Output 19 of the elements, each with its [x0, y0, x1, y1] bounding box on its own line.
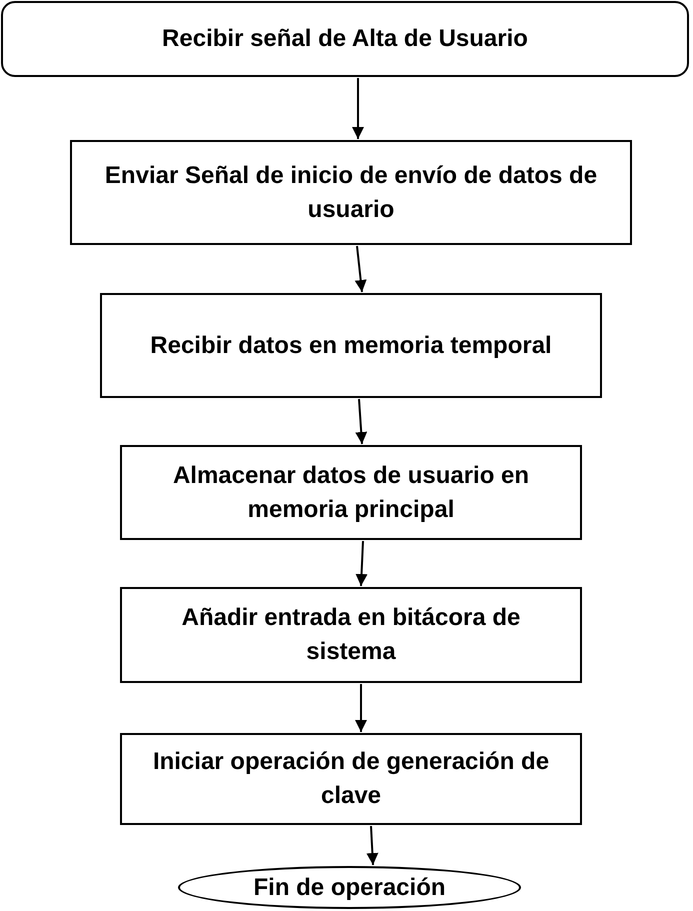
step-text: Iniciar operación de generación de clave — [152, 747, 550, 811]
process-box — [100, 293, 602, 398]
arrow — [352, 78, 364, 139]
step-text: Recibir señal de Alta de Usuario — [161, 24, 529, 54]
start-box — [1, 1, 689, 77]
process-box — [120, 445, 582, 540]
process-box — [70, 140, 632, 245]
step-text: Enviar Señal de inicio de envío de datos de usuario — [104, 160, 598, 224]
arrow — [354, 246, 367, 292]
arrow — [356, 540, 368, 586]
step-text: Recibir datos en memoria temporal — [149, 330, 553, 361]
arrow — [355, 684, 367, 732]
step-text: Fin de operación — [252, 872, 447, 903]
step-text: Añadir entrada en bitácora de sistema — [180, 603, 522, 667]
arrow — [366, 826, 378, 866]
arrow — [355, 398, 368, 444]
process-box — [120, 733, 582, 825]
process-box — [120, 587, 582, 683]
step-text: Almacenar datos de usuario en memoria principal — [172, 460, 530, 524]
